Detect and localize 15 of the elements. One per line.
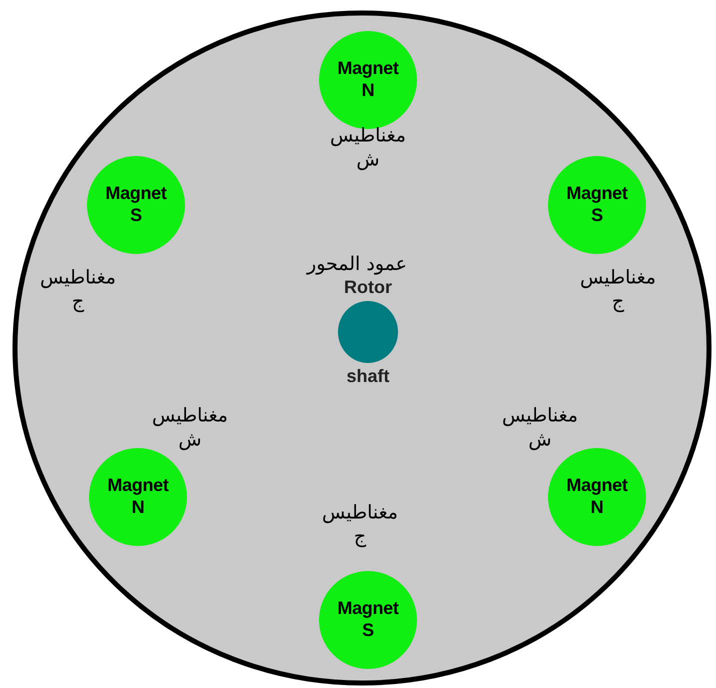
arabic-label: مغناطيس ش bbox=[330, 124, 406, 172]
magnet-label: Magnet S bbox=[105, 183, 167, 227]
magnet-label: Magnet N bbox=[566, 475, 628, 519]
shaft-label: Rotor bbox=[343, 277, 393, 298]
arabic-label: مغناطيس ج bbox=[40, 266, 116, 314]
arabic-label: مغناطيس ج bbox=[580, 266, 656, 314]
magnet-label: Magnet N bbox=[337, 58, 399, 102]
arabic-label: مغناطيس ش bbox=[502, 404, 578, 452]
arabic-label: عمود المحور bbox=[307, 253, 407, 277]
magnet-label: Magnet S bbox=[566, 183, 628, 227]
magnet-label: Magnet N bbox=[107, 475, 169, 519]
magnet-label: Magnet S bbox=[337, 598, 399, 642]
shaft-label: shaft bbox=[345, 366, 390, 387]
arabic-label: مغناطيس ش bbox=[152, 404, 228, 452]
arabic-label: مغناطيس ج bbox=[322, 501, 398, 549]
